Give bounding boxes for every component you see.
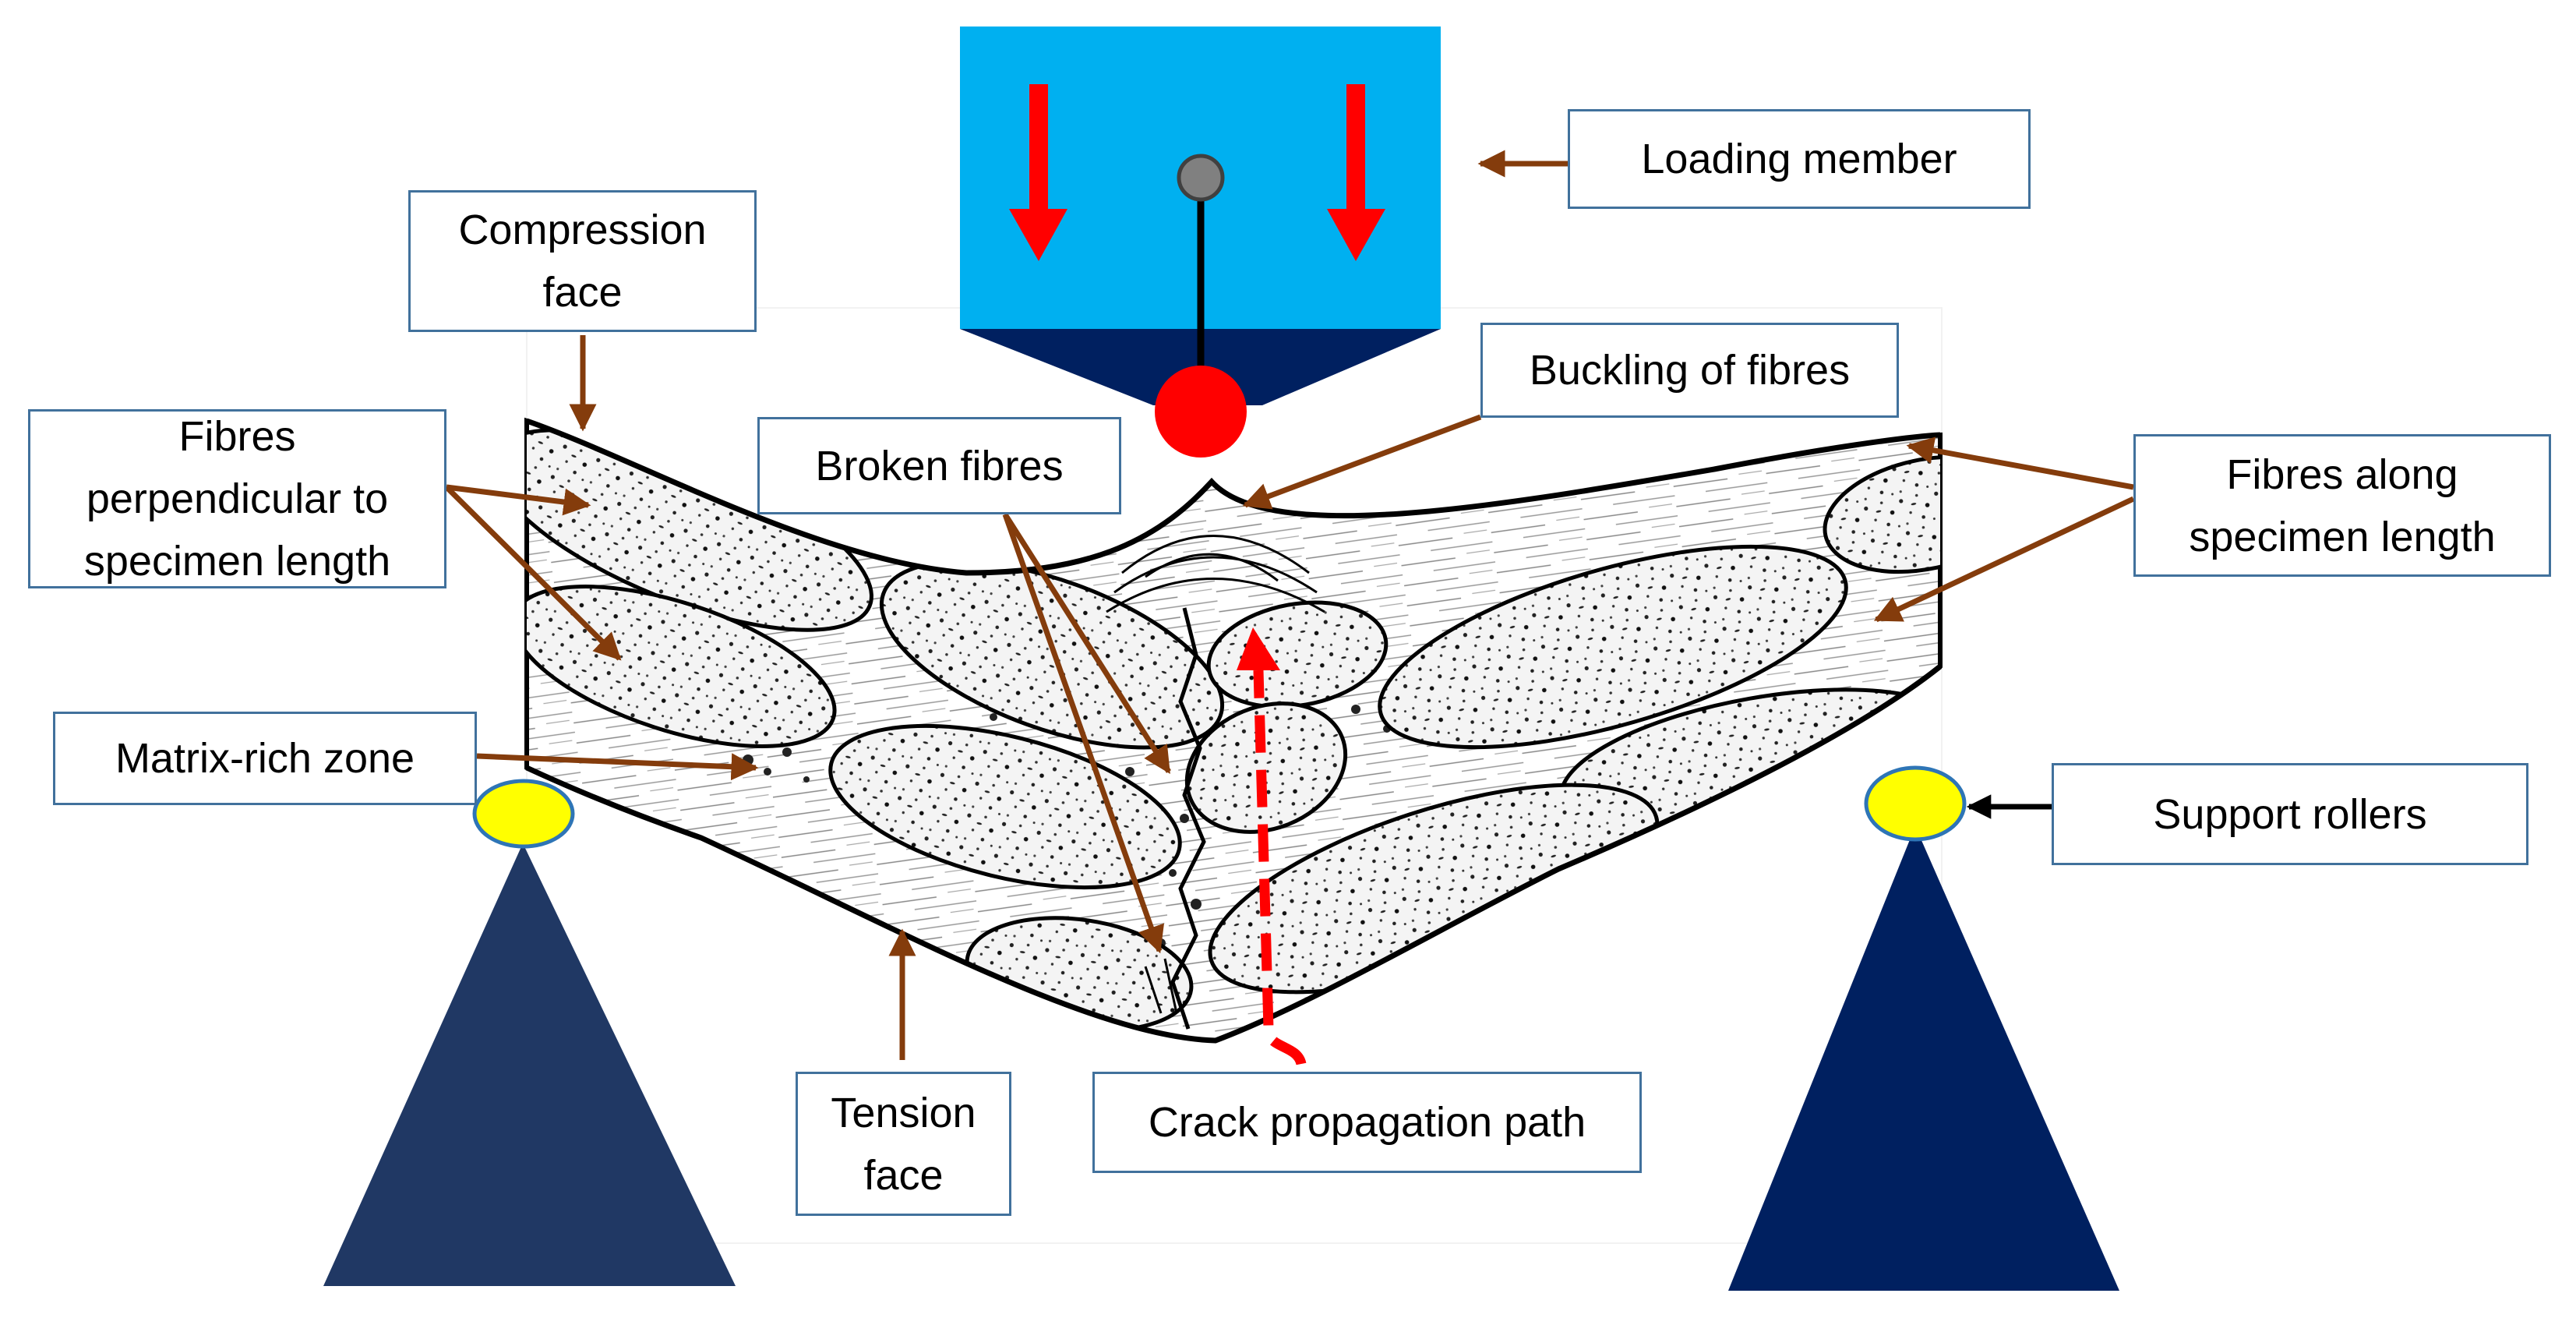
pivot-pin bbox=[1177, 154, 1225, 202]
crack-dashed-line bbox=[1253, 670, 1307, 1066]
right-support bbox=[1728, 826, 2119, 1291]
fibres-along-arrow-2 bbox=[1873, 496, 2135, 623]
fibres-along-arrow-1 bbox=[1906, 436, 2134, 490]
broken-fibres-label: Broken fibres bbox=[757, 417, 1121, 514]
fibres-perpendicular-arrow-2 bbox=[444, 485, 622, 661]
compression-face-edge bbox=[525, 418, 1941, 576]
fibres-along-label: Fibres along specimen length bbox=[2133, 434, 2551, 577]
crack-path bbox=[1237, 627, 1307, 1066]
buckled-fibres bbox=[1106, 535, 1325, 613]
up-arrow-icon bbox=[1237, 627, 1280, 670]
loading-member-label: Loading member bbox=[1568, 109, 2031, 209]
broken-fibre-crack bbox=[1144, 958, 1178, 1014]
right-roller bbox=[1864, 765, 1967, 842]
tension-face-label: Tension face bbox=[796, 1072, 1011, 1216]
tension-face-edge bbox=[525, 664, 1943, 1044]
fibre-bundle bbox=[1378, 544, 1848, 750]
left-support bbox=[323, 843, 736, 1286]
loading-nose bbox=[1155, 366, 1247, 458]
buckling-of-fibres-label: Buckling of fibres bbox=[1480, 323, 1899, 418]
down-arrow-icon bbox=[1009, 84, 1067, 261]
fibre-bundle bbox=[1184, 701, 1348, 834]
broken-fibres-arrow-1 bbox=[1003, 513, 1171, 774]
compression-face-label: Compression face bbox=[408, 190, 757, 332]
support-rollers-label: Support rollers bbox=[2052, 763, 2528, 865]
left-roller bbox=[472, 779, 575, 849]
fibres-perpendicular-arrow-1 bbox=[446, 484, 591, 516]
matrix-rich-zone-arrow bbox=[476, 753, 759, 781]
down-arrow-icon bbox=[1327, 84, 1385, 261]
fibre-bundle bbox=[527, 585, 837, 748]
fibres-perpendicular-label: Fibres perpendicular to specimen length bbox=[28, 409, 446, 588]
buckling-arrow bbox=[1242, 414, 1482, 510]
matrix-rich-zone-label: Matrix-rich zone bbox=[53, 712, 477, 805]
annotation-arrows bbox=[444, 150, 2135, 1060]
broken-fibre-crack bbox=[1170, 607, 1206, 1030]
loading-member bbox=[960, 27, 1441, 458]
crack-propagation-path-label: Crack propagation path bbox=[1092, 1072, 1642, 1173]
broken-fibres-arrow-2 bbox=[1002, 513, 1164, 954]
